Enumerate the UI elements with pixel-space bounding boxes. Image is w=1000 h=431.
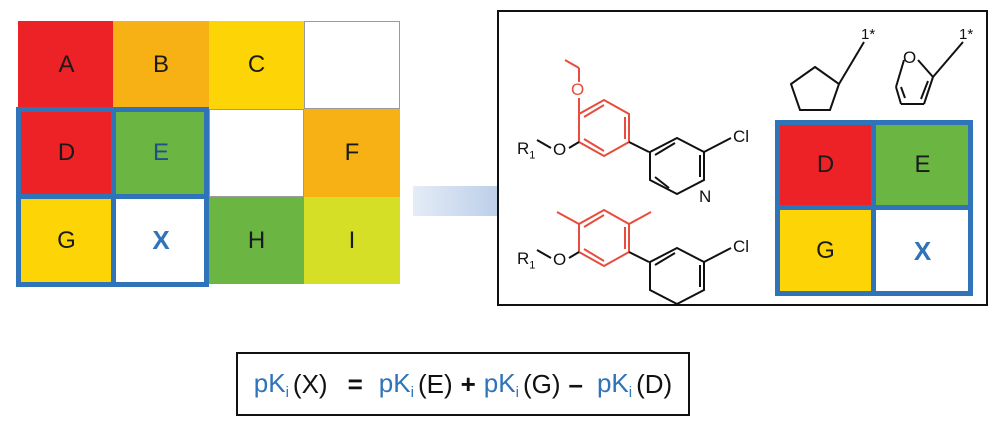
r1-label: R <box>517 139 530 158</box>
r1-subscript: 1 <box>529 259 536 272</box>
matrix-cell-b: B <box>113 21 209 109</box>
pki-term: pKi <box>254 368 289 401</box>
cell-label: G <box>57 226 76 254</box>
pk-subscript: i <box>628 383 633 401</box>
molecule-bottom <box>536 208 732 304</box>
pk-text: pK <box>483 367 516 398</box>
matrix-cell-f: F <box>304 109 400 197</box>
cell-label: D <box>816 151 835 178</box>
pki-term: pKi <box>597 368 632 401</box>
formula-box: pKi (X) = pKi (E) + pKi (G) – pKi (D) <box>236 352 690 416</box>
x-argument: (X) <box>292 368 328 399</box>
cell-label: X <box>913 235 932 266</box>
r1-group-label: R1 <box>517 249 535 271</box>
molecule-structures <box>536 41 964 304</box>
matrix-cell-h: H <box>209 197 304 284</box>
oxygen-label: O <box>571 80 585 99</box>
attachment-label: 1* <box>861 26 876 43</box>
oxygen-label: O <box>553 140 567 159</box>
matrix-cell-e: E <box>113 109 209 197</box>
matrix-cell-x: X <box>113 197 209 284</box>
r1-subscript: 1 <box>529 149 536 162</box>
minus-sign: – <box>568 368 583 399</box>
zoom-cell-g: G <box>777 208 874 294</box>
e-argument: (E) <box>417 368 453 399</box>
pk-text: pK <box>596 367 629 398</box>
furanyl-fragment <box>895 41 964 105</box>
pk-text: pK <box>253 367 286 398</box>
molecule-top <box>536 59 732 196</box>
chlorine-label: Cl <box>733 237 750 256</box>
structure-panel: O R1 O N Cl R1 O N Cl 1* O 1* D E G X <box>497 10 988 306</box>
pk-text: pK <box>378 367 411 398</box>
zoom-cell-e: E <box>874 122 971 208</box>
cell-label: H <box>247 226 266 254</box>
phenyl-ring <box>578 98 630 158</box>
cell-label: C <box>247 51 266 78</box>
matrix-cell-c: C <box>209 21 304 109</box>
cell-label: E <box>914 151 931 178</box>
zoom-cell-x: X <box>874 208 971 294</box>
pki-term: pKi <box>484 368 519 401</box>
attachment-label: 1* <box>959 26 974 43</box>
pk-subscript: i <box>515 383 519 401</box>
nitrogen-label: N <box>699 187 712 206</box>
g-argument: (G) <box>522 368 561 399</box>
pki-term: pKi <box>379 368 414 401</box>
chlorine-label: Cl <box>733 127 750 146</box>
cell-label: G <box>816 237 835 264</box>
pk-subscript: i <box>410 383 414 401</box>
cell-label: D <box>57 139 76 166</box>
oxygen-label: O <box>553 250 567 269</box>
matrix-cell-d: D <box>18 109 115 197</box>
r1-label: R <box>517 249 530 268</box>
zoom-cell-d: D <box>777 122 874 208</box>
cell-label: I <box>348 226 356 254</box>
matrix-cell-g: G <box>18 197 115 284</box>
zoom-divider-horizontal <box>775 205 973 210</box>
cell-label: A <box>58 51 75 78</box>
pk-subscript: i <box>285 383 289 401</box>
matrix-cell-i: I <box>304 197 400 284</box>
r1-group-label: R1 <box>517 139 535 161</box>
pyridine-ring <box>649 246 705 304</box>
matrix-cell-empty <box>304 21 400 109</box>
cell-label: B <box>152 51 169 78</box>
cell-label: F <box>344 139 360 166</box>
oxygen-label: O <box>903 48 917 67</box>
matrix-cell-empty <box>209 109 304 197</box>
pyridine-ring <box>649 136 705 196</box>
phenyl-ring <box>578 208 630 268</box>
selection-divider-horizontal <box>16 194 209 199</box>
d-argument: (D) <box>636 368 673 399</box>
cell-label: E <box>152 139 169 166</box>
matrix-cell-a: A <box>18 21 115 109</box>
equals-sign: = <box>347 368 363 399</box>
cyclopentyl-fragment <box>789 41 865 111</box>
cell-label: X <box>152 225 170 255</box>
plus-sign: + <box>460 368 476 399</box>
